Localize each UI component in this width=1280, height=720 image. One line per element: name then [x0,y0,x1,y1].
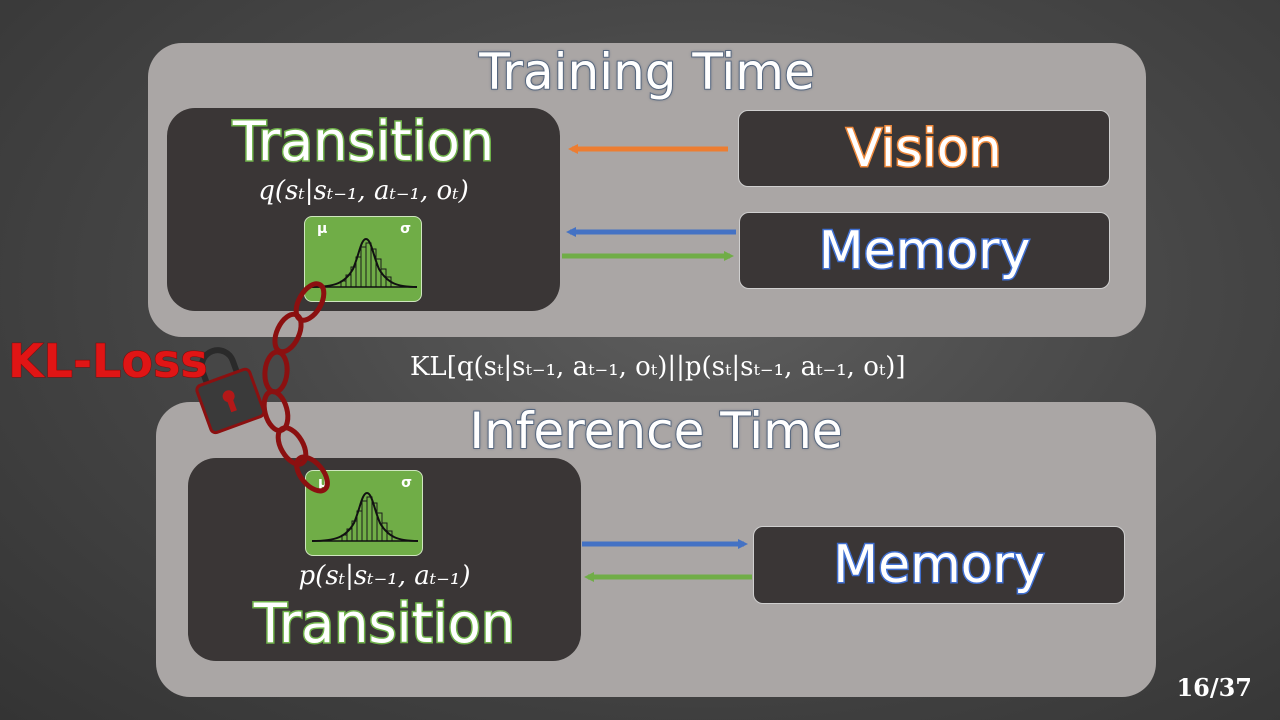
training-transition-label: Transition [231,109,495,175]
training-memory-label: Memory [817,219,1031,282]
inference-memory-box: Memory [753,526,1125,604]
padlock-icon [195,347,266,435]
page-number: 16/37 [1176,673,1252,702]
sigma-symbol: σ [400,221,411,237]
inference-transition-formula: p(sₜ|sₜ₋₁, aₜ₋₁) [298,561,471,591]
mu-symbol: μ [317,221,328,237]
training-memory-box: Memory [739,212,1110,289]
kl-formula: KL[q(sₜ|sₜ₋₁, aₜ₋₁, oₜ)||p(sₜ|sₜ₋₁, aₜ₋₁… [410,352,906,382]
inference-gaussian-icon: μ σ [305,470,423,556]
training-transition-formula: q(sₜ|sₜ₋₁, aₜ₋₁, oₜ) [258,176,469,206]
vision-box: Vision [738,110,1110,187]
training-title: Training Time [478,42,816,102]
inference-title: Inference Time [468,401,843,461]
kl-loss-label: KL-Loss [8,334,209,389]
sigma-symbol: σ [401,475,412,491]
vision-label: Vision [845,117,1003,180]
inference-transition-label: Transition [252,591,516,657]
mu-symbol: μ [318,475,329,491]
chain-icon [261,281,330,494]
inference-memory-label: Memory [832,534,1046,597]
